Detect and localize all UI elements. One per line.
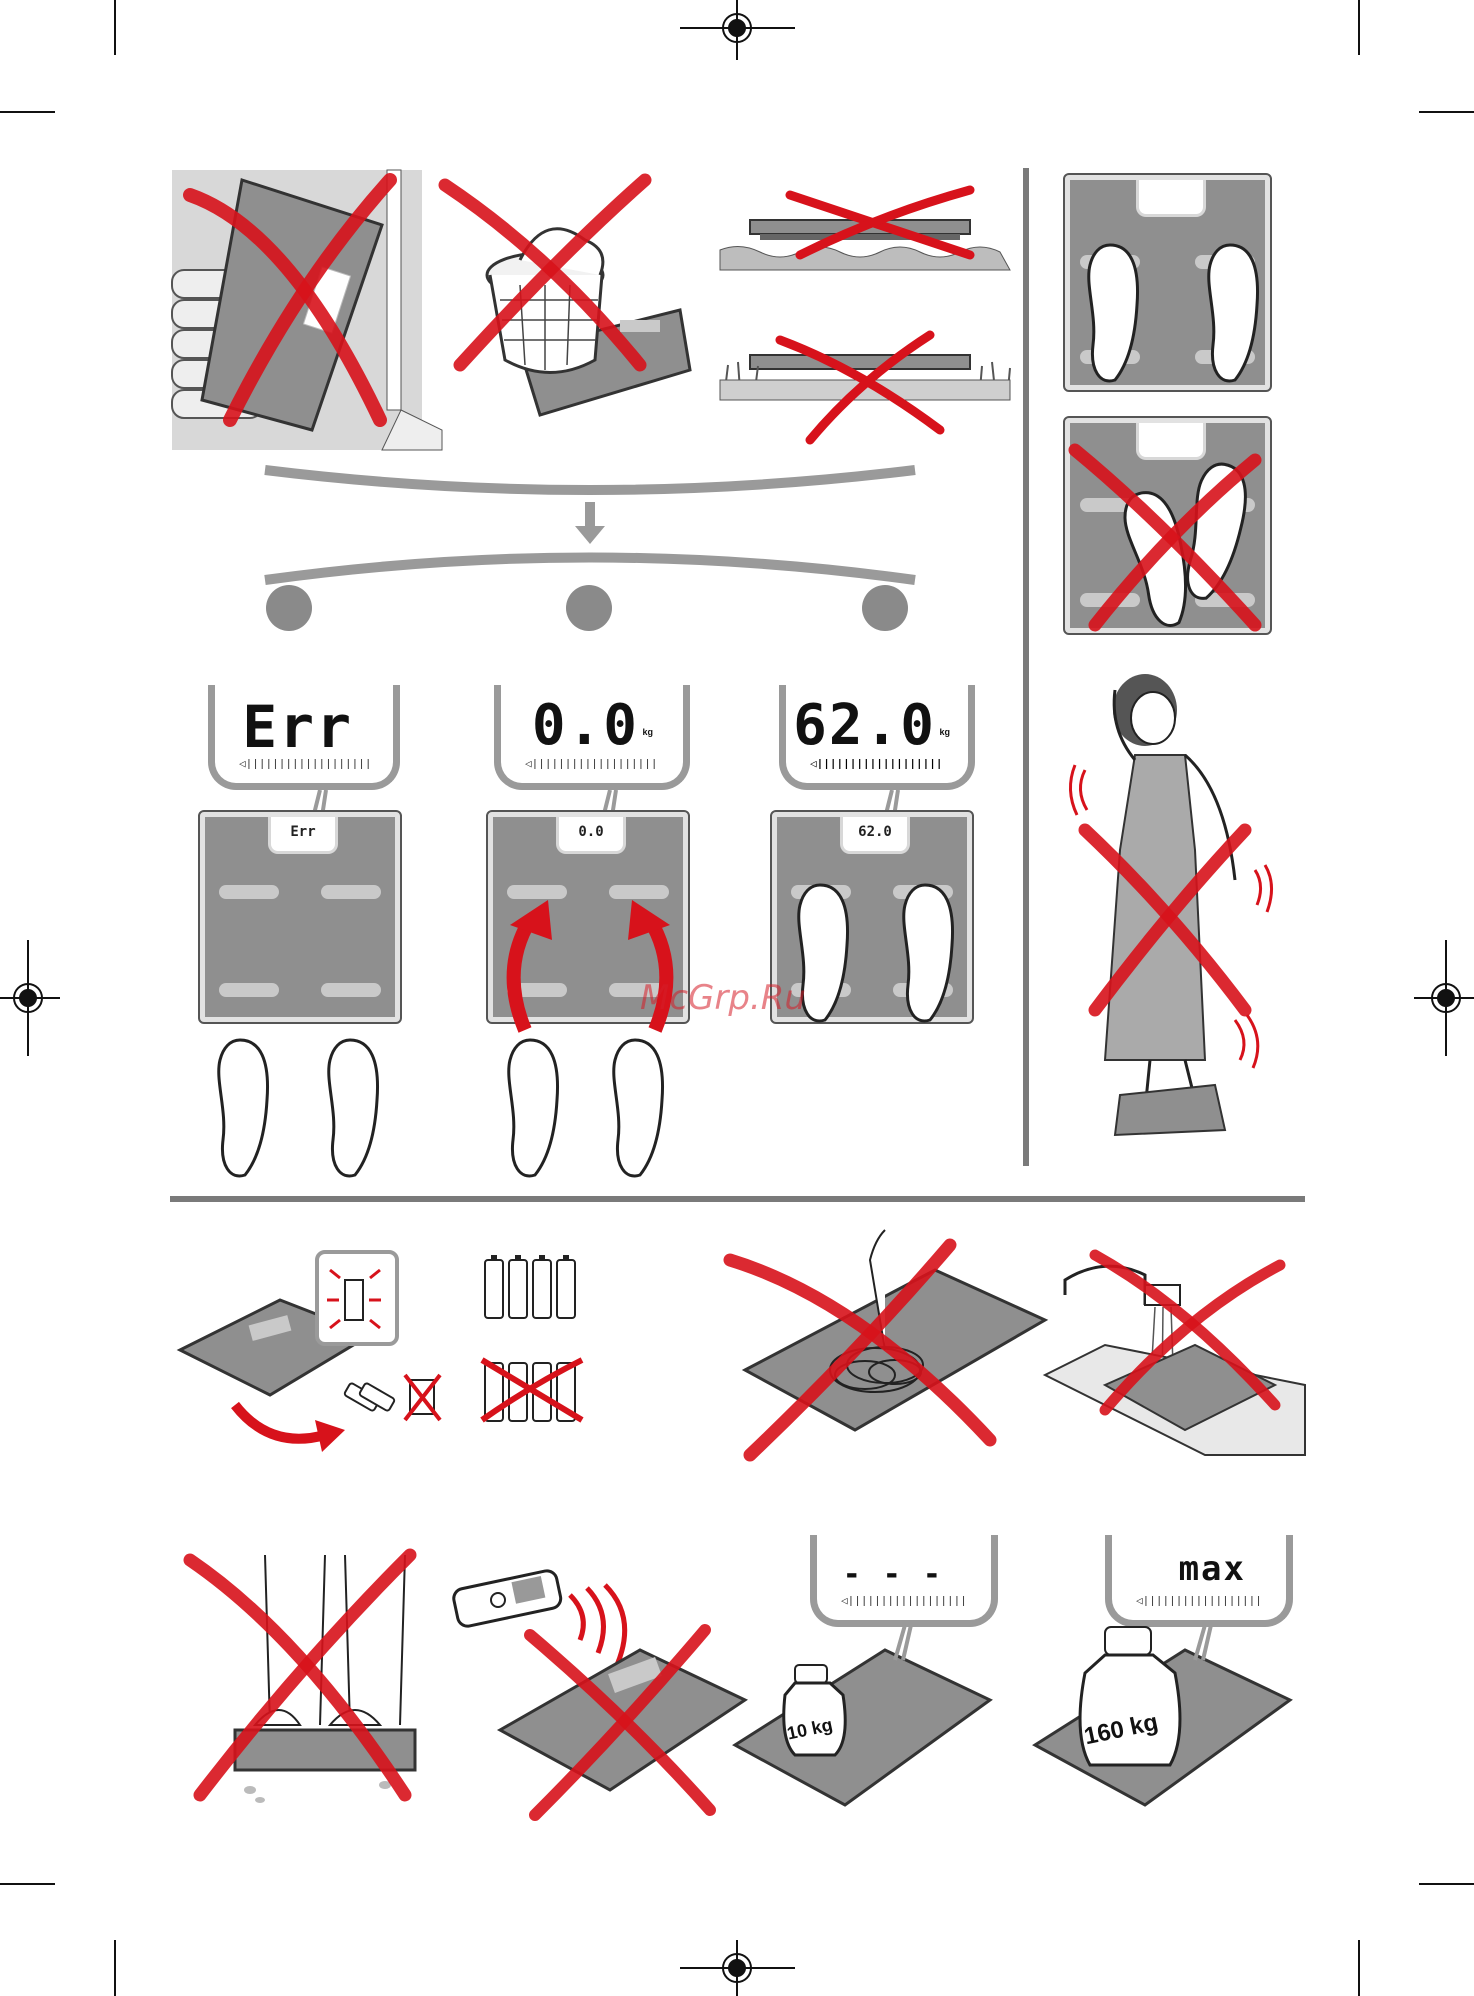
step-circle-2	[566, 585, 612, 631]
lcd-unit: kg	[642, 727, 653, 737]
watermark: McGrp.Ru	[640, 978, 806, 1018]
small-weight-on-scale-illustration: 10 kg	[735, 1625, 995, 1825]
cross-out-icon	[180, 170, 400, 430]
cross-out-icon	[1080, 820, 1250, 1020]
battery-icon	[482, 1252, 582, 1322]
battery-warning-callout	[315, 1250, 405, 1350]
lcd-ticks: ◁|||||||||||||||||||||||||▷	[239, 759, 369, 769]
lcd-digits: 62.0	[793, 693, 936, 758]
lcd-digits: max	[1179, 1549, 1246, 1589]
lcd-display-zero: 0.0 kg ◁|||||||||||||||||||||||||▷	[494, 685, 690, 790]
lcd-display-weight: 62.0 kg ◁||||||||||||||||||||||||||▷	[779, 685, 975, 790]
cross-out-icon	[520, 1620, 720, 1820]
horizontal-divider	[170, 1196, 1305, 1202]
scale-readout: Err	[268, 817, 338, 854]
cross-out-icon	[1070, 440, 1260, 630]
recycle-bin-icon	[350, 1370, 450, 1430]
lcd-ticks: ◁|||||||||||||||||||||||||▷	[525, 759, 659, 769]
lcd-digits: 0.0	[532, 693, 639, 758]
curved-arrow-icon	[230, 1400, 350, 1460]
lcd-display-err: Err ◁|||||||||||||||||||||||||▷	[208, 685, 400, 790]
scale-readout: 62.0	[840, 817, 910, 854]
footprints-illustration	[1075, 240, 1275, 390]
scale-readout	[1136, 180, 1206, 217]
battery-icon	[482, 1355, 582, 1425]
cross-out-icon	[440, 175, 660, 375]
lcd-digits: Err	[242, 693, 353, 761]
lcd-display-dash: - - - ◁||||||||||||||||||||||||▷	[810, 1535, 998, 1627]
curved-arrow-icon	[490, 900, 690, 1040]
lcd-display-max: max ◁||||||||||||||||||||||||▷	[1105, 1535, 1293, 1627]
step-circle-1	[266, 585, 312, 631]
cross-out-icon	[770, 330, 950, 440]
lcd-ticks: ◁||||||||||||||||||||||||||▷	[810, 759, 944, 769]
down-arrow-icon	[575, 502, 605, 547]
scale-readout: 0.0	[556, 817, 626, 854]
large-weight-on-scale-illustration: 160 kg	[1035, 1625, 1295, 1825]
cross-out-icon	[720, 1240, 1000, 1460]
cross-out-icon	[1085, 1245, 1285, 1415]
cross-out-icon	[180, 1545, 420, 1805]
lcd-ticks: ◁||||||||||||||||||||||||▷	[1136, 1596, 1262, 1606]
lcd-unit: kg	[939, 727, 950, 737]
step-circle-3	[862, 585, 908, 631]
cross-out-icon	[780, 185, 980, 265]
lcd-digits: - - -	[843, 1557, 943, 1592]
lcd-ticks: ◁||||||||||||||||||||||||▷	[841, 1596, 967, 1606]
